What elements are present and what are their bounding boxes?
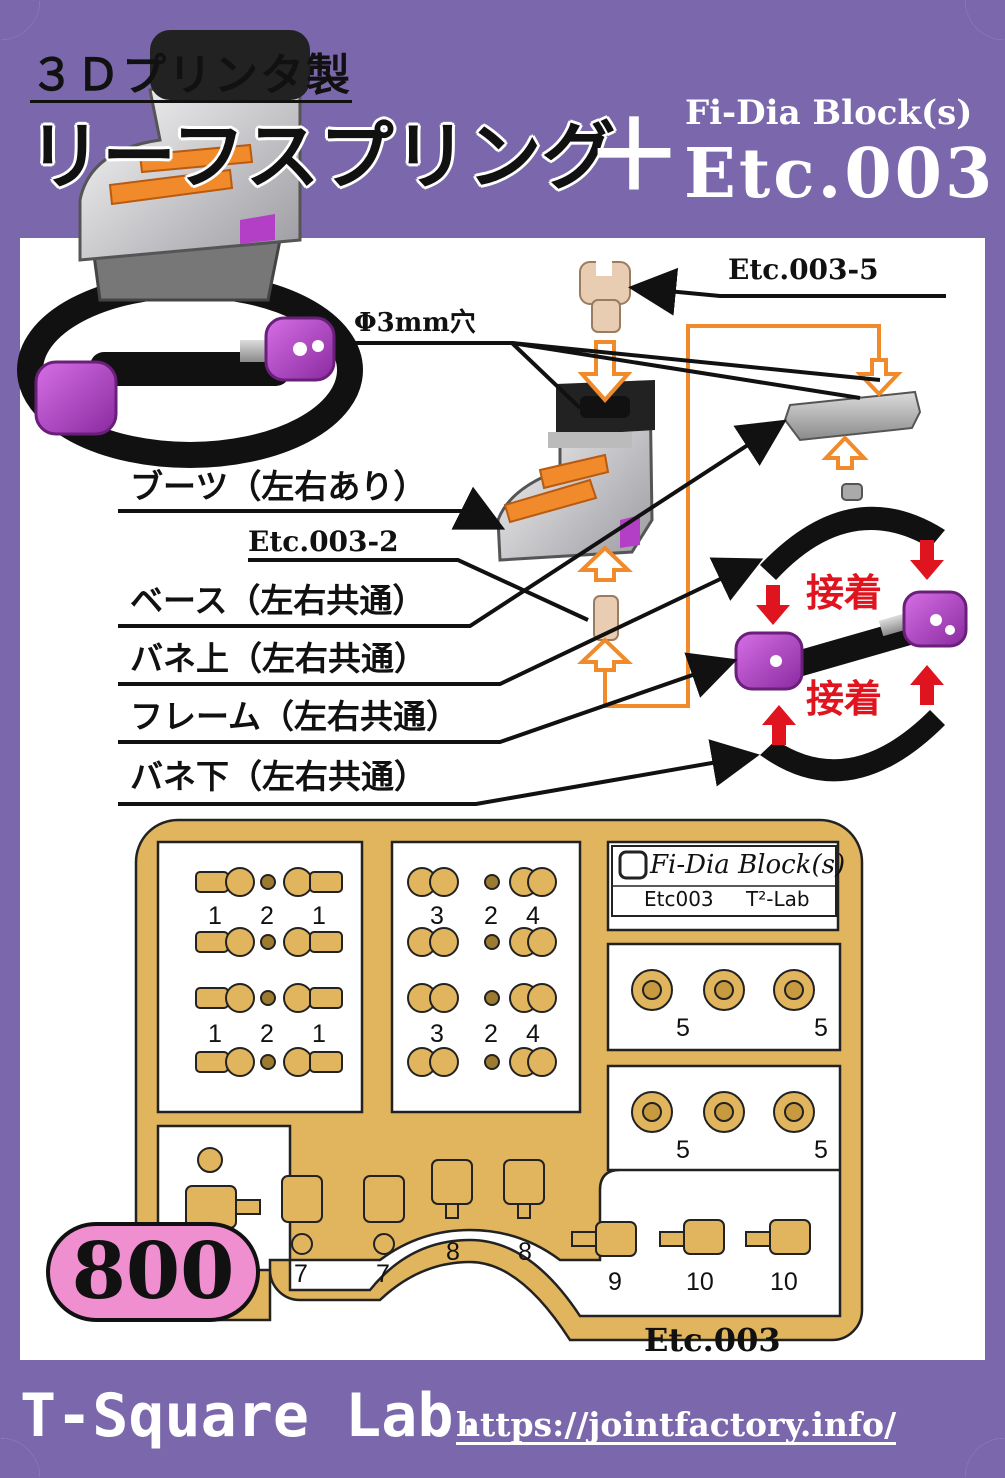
glue-label-top: 接着 xyxy=(806,571,883,615)
part-number: 10 xyxy=(770,1268,798,1296)
part-number: 5 xyxy=(814,1136,828,1164)
part-frame xyxy=(734,590,968,691)
runner-parts xyxy=(185,867,815,1257)
plus-sign: ＋ xyxy=(586,100,682,212)
runner-mid-block xyxy=(407,867,557,1077)
part-number: 1 xyxy=(208,1020,222,1048)
product-code: Etc.003 xyxy=(684,134,996,214)
subtitle: ３Ｄプリンタ製 xyxy=(30,50,352,103)
product-title: リーフスプリング xyxy=(28,114,616,200)
runner-tag-code: Etc003 xyxy=(644,887,714,911)
callout-part5: Etc.003-5 xyxy=(728,253,879,286)
part-number: 8 xyxy=(518,1238,532,1266)
series-name: Fi-Dia Block(s) xyxy=(685,93,973,133)
glue-label-bottom: 接着 xyxy=(806,677,883,721)
part-number: 4 xyxy=(526,902,540,930)
callout-hole: Φ3mm穴 xyxy=(354,308,476,338)
part-number: 3 xyxy=(430,1020,444,1048)
part-number: 2 xyxy=(484,902,498,930)
part-number: 5 xyxy=(814,1014,828,1042)
part-number: 1 xyxy=(312,902,326,930)
part-number: 2 xyxy=(484,1020,498,1048)
part-number: 4 xyxy=(526,1020,540,1048)
assembly-diagram xyxy=(118,258,968,806)
hero-boot-assembly xyxy=(17,30,363,468)
part-number: 5 xyxy=(676,1136,690,1164)
leader-lines xyxy=(118,267,946,806)
price-value: 800 xyxy=(71,1226,235,1317)
part-number: 3 xyxy=(430,902,444,930)
part-spring-top xyxy=(760,506,945,580)
logo-mark-icon xyxy=(618,850,648,880)
runner-right-washers xyxy=(631,969,815,1133)
callout-part2: Etc.003-2 xyxy=(248,525,399,558)
callout-boots: ブーツ（左右あり） xyxy=(130,467,427,506)
runner-left-block xyxy=(195,867,343,1077)
runner-tag-title: Fi-Dia Block(s) xyxy=(650,850,846,880)
part-number: 10 xyxy=(686,1268,714,1296)
price-badge: 800 xyxy=(46,1222,260,1322)
runner-tag xyxy=(611,845,837,917)
runner-tag-lab: T²-Lab xyxy=(746,887,810,911)
part-number: 9 xyxy=(608,1268,622,1296)
part-number: 8 xyxy=(446,1238,460,1266)
flow-line xyxy=(603,324,881,708)
glue-arrows xyxy=(756,540,944,745)
flow-arrows xyxy=(577,340,903,672)
part-number: 7 xyxy=(294,1260,308,1288)
brand-name: T-Square Lab. xyxy=(20,1381,490,1451)
website-link[interactable]: https://jointfactory.info/ xyxy=(456,1405,897,1445)
runner-footer-code: Etc.003 xyxy=(644,1321,781,1359)
callout-base: ベース（左右共通） xyxy=(130,581,426,620)
part-number: 2 xyxy=(260,902,274,930)
runner-bottom-parts xyxy=(185,1147,811,1257)
part-number: 1 xyxy=(312,1020,326,1048)
part-number: 2 xyxy=(260,1020,274,1048)
part-spring-bottom xyxy=(760,710,945,782)
part-boot xyxy=(496,380,655,562)
part-number: 1 xyxy=(208,902,222,930)
callout-frame: フレーム（左右共通） xyxy=(130,697,460,736)
part-pin-5 xyxy=(579,258,631,333)
part-number: 7 xyxy=(376,1260,390,1288)
callout-spring-bottom: バネ下（左右共通） xyxy=(130,757,427,796)
part-number: 5 xyxy=(676,1014,690,1042)
callout-spring-top: バネ上（左右共通） xyxy=(130,639,427,678)
